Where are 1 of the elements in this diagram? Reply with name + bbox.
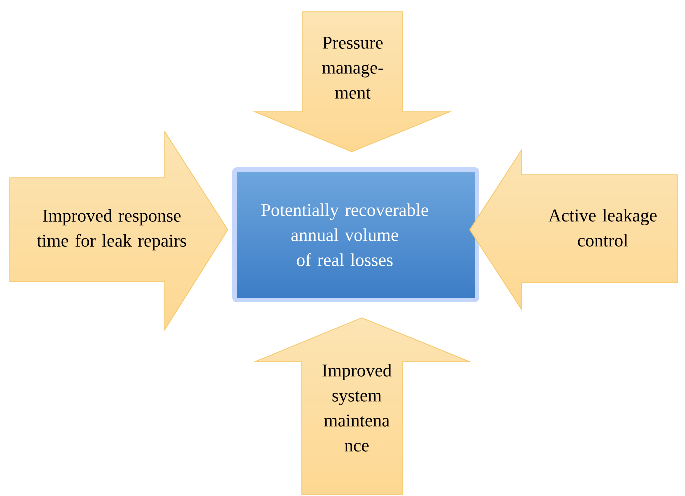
center-box: Potentially recoverable annual volume of real losses [232,168,480,302]
